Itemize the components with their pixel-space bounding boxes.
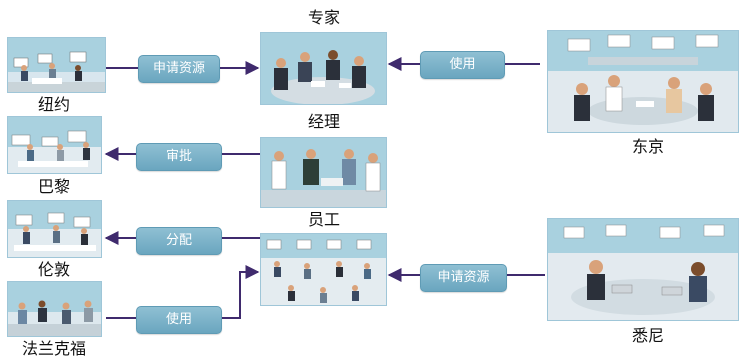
location-label-sydney: 悉尼	[632, 326, 665, 345]
frankfurt-office-photo	[7, 281, 102, 337]
arrow-use-to-staff	[222, 265, 260, 319]
action-approve[interactable]: 审批	[136, 143, 222, 171]
newyork-office-photo	[7, 37, 106, 93]
location-label-london: 伦敦	[38, 260, 71, 279]
location-label-frankfurt: 法兰克福	[22, 339, 87, 358]
location-label-paris: 巴黎	[38, 177, 71, 196]
staff-office-photo	[260, 233, 387, 306]
role-label-expert: 专家	[308, 8, 341, 27]
location-label-newyork: 纽约	[38, 95, 71, 114]
action-assign[interactable]: 分配	[136, 227, 222, 255]
sydney-office-photo	[547, 218, 739, 321]
role-label-staff: 员工	[308, 210, 341, 229]
role-label-manager: 经理	[308, 112, 341, 131]
action-request-resources-newyork[interactable]: 申请资源	[138, 55, 220, 83]
paris-office-photo	[7, 116, 102, 174]
london-office-photo	[7, 200, 102, 258]
location-label-tokyo: 东京	[632, 137, 665, 156]
expert-meeting-photo	[260, 32, 387, 105]
action-request-resources-sydney[interactable]: 申请资源	[420, 264, 507, 292]
manager-meeting-photo	[260, 137, 387, 208]
action-use-tokyo[interactable]: 使用	[420, 51, 505, 79]
action-use-frankfurt[interactable]: 使用	[136, 306, 222, 334]
tokyo-office-photo	[547, 30, 739, 133]
